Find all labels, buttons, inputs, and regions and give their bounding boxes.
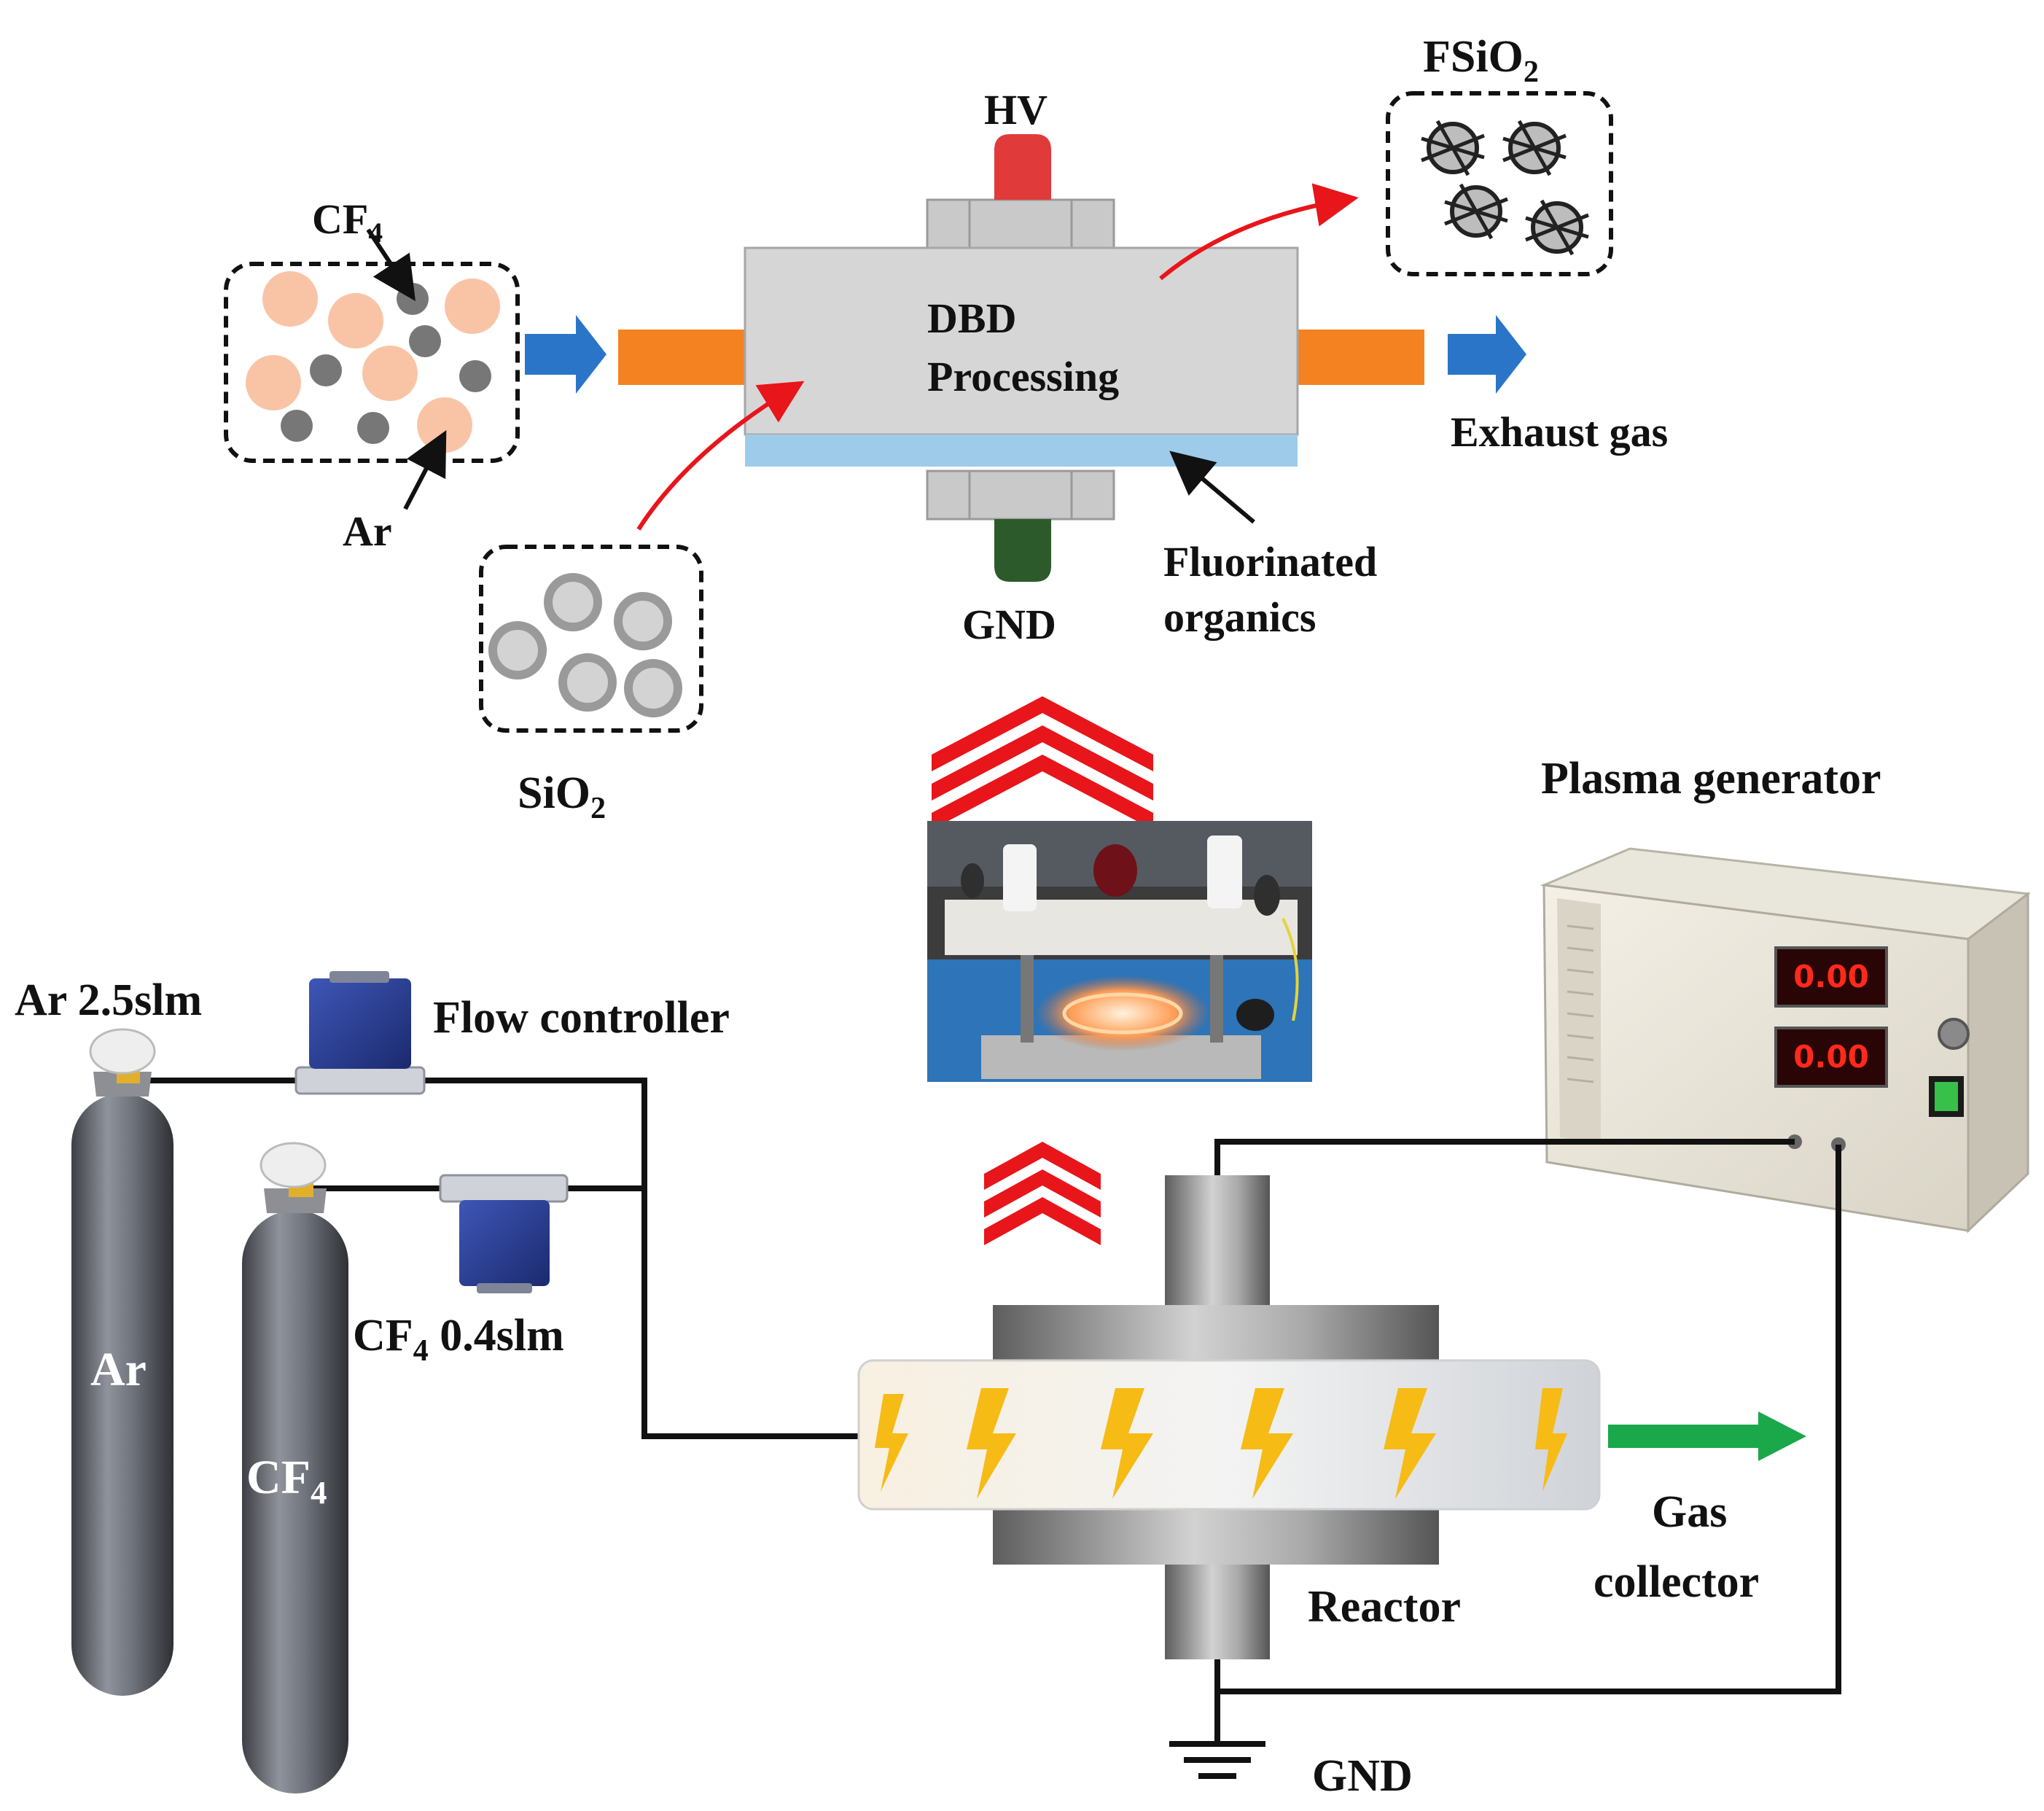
fsio2-label: FSiO2 xyxy=(1423,32,1539,89)
ar-particles xyxy=(246,271,500,453)
flow-controller-ar xyxy=(294,971,426,1095)
exhaust-gas-label: Exhaust gas xyxy=(1451,408,1668,456)
gnd-electrode xyxy=(994,519,1051,582)
sio2-label: SiO2 xyxy=(518,768,606,825)
reactor-photo xyxy=(927,821,1312,1082)
meter-bottom-readout: 0.00 xyxy=(1793,1039,1869,1075)
gnd-label-bottom: GND xyxy=(1312,1751,1413,1801)
fsio2-box xyxy=(1386,91,1613,276)
green-outlet-arrow xyxy=(1608,1411,1806,1461)
organics-label: organics xyxy=(1163,593,1316,641)
ar-cylinder-label: Ar xyxy=(90,1343,147,1396)
fluorinated-label: Fluorinated xyxy=(1163,538,1377,585)
red-chevrons-upper xyxy=(932,696,1153,830)
hv-label: HV xyxy=(984,86,1048,133)
red-arrow-fsio2-out xyxy=(1159,183,1359,281)
ar-label-top: Ar xyxy=(343,507,392,555)
gnd-label-top: GND xyxy=(962,601,1056,648)
gas-lines xyxy=(146,1078,860,1439)
gas-mixture-box xyxy=(224,262,520,463)
cf4-label: CF4 xyxy=(312,195,383,249)
bottom-clamp xyxy=(926,470,1115,521)
dbd-label: DBD xyxy=(927,295,1016,342)
dbd-chamber xyxy=(744,246,1299,436)
flow-controller-label: Flow controller xyxy=(433,993,730,1043)
top-clamp xyxy=(926,198,1115,249)
inlet-pipe xyxy=(618,330,745,385)
cf4-pointer-arrow xyxy=(366,228,416,302)
flow-controller-cf4 xyxy=(439,1174,569,1293)
red-chevrons-lower xyxy=(984,1142,1101,1245)
fluor-pointer-arrow xyxy=(1169,451,1255,524)
collector-label: collector xyxy=(1594,1557,1759,1607)
gas-label: Gas xyxy=(1652,1487,1727,1537)
processing-label: Processing xyxy=(927,353,1119,400)
ar-cylinder xyxy=(71,1028,173,1696)
outlet-pipe xyxy=(1298,330,1424,385)
ar-flow-label: Ar 2.5slm xyxy=(15,975,202,1025)
blue-exhaust-arrow xyxy=(1448,315,1526,394)
meter-top-readout: 0.00 xyxy=(1793,959,1869,994)
plasma-generator-label: Plasma generator xyxy=(1541,754,1881,803)
sio2-box xyxy=(479,545,703,733)
cf4-flow-label: CF4 0.4slm xyxy=(353,1311,564,1368)
red-arrow-sio2-in xyxy=(636,381,805,531)
cf4-cylinder-label: CF4 xyxy=(246,1451,327,1511)
reactor-label: Reactor xyxy=(1308,1582,1461,1632)
cf4-cylinder xyxy=(242,1142,348,1794)
lightning-bolts xyxy=(875,1388,1567,1499)
reactor xyxy=(857,1175,1601,1659)
fluorinated-layer xyxy=(745,435,1298,467)
electrical-lines xyxy=(1169,1139,1841,1779)
plasma-generator: 0.00 0.00 xyxy=(1540,847,2031,1234)
blue-inlet-arrow xyxy=(525,315,606,394)
hv-electrode xyxy=(994,134,1051,200)
ar-pointer-arrow xyxy=(403,430,447,510)
